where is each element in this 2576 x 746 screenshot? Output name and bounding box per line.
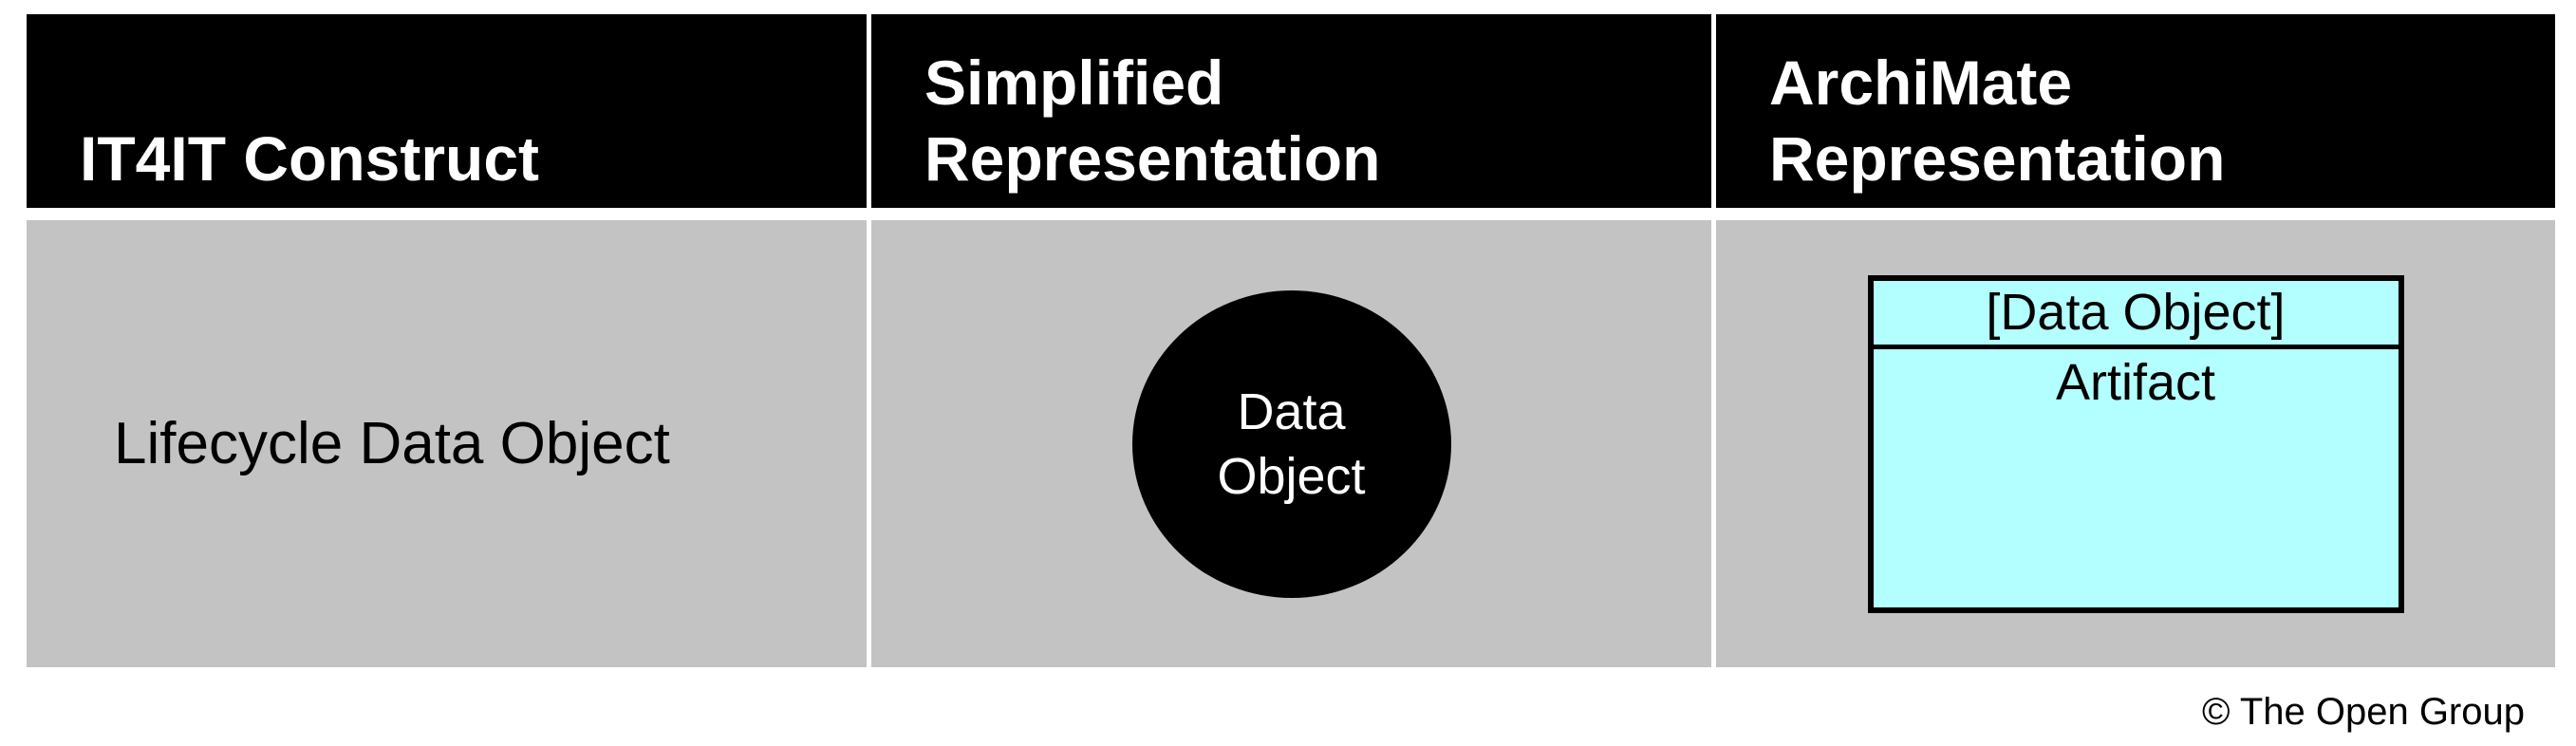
artifact-box-type: Artifact <box>1874 349 2399 607</box>
header-it4it-construct-label: IT4IT Construct <box>80 123 540 194</box>
artifact-box-title: [Data Object] <box>1873 281 2399 349</box>
cell-archimate-representation: [Data Object] Artifact <box>1716 220 2555 667</box>
circle-label-line-2: Object <box>1217 447 1366 505</box>
header-simplified-representation-label: Simplified Representation <box>924 47 1381 194</box>
header-it4it-construct: IT4IT Construct <box>27 14 867 208</box>
header-archimate-representation: ArchiMate Representation <box>1716 14 2555 208</box>
circle-label-line-1: Data <box>1237 382 1346 440</box>
artifact-box-title-label: [Data Object] <box>1986 284 2286 341</box>
construct-label: Lifecycle Data Object <box>114 411 670 476</box>
header-simplified-representation: Simplified Representation <box>871 14 1711 208</box>
archimate-artifact-box: [Data Object] Artifact <box>1867 274 2404 613</box>
artifact-box-type-label: Artifact <box>2055 353 2216 411</box>
header-archimate-representation-label: ArchiMate Representation <box>1769 47 2226 194</box>
cell-it4it-construct: Lifecycle Data Object <box>27 220 867 667</box>
notation-mapping-table: IT4IT Construct Simplified Representatio… <box>27 14 2555 667</box>
copyright-notice: © The Open Group <box>2201 691 2525 733</box>
cell-simplified-representation: Data Object <box>871 220 1711 667</box>
data-object-circle: Data Object <box>1131 289 1451 598</box>
